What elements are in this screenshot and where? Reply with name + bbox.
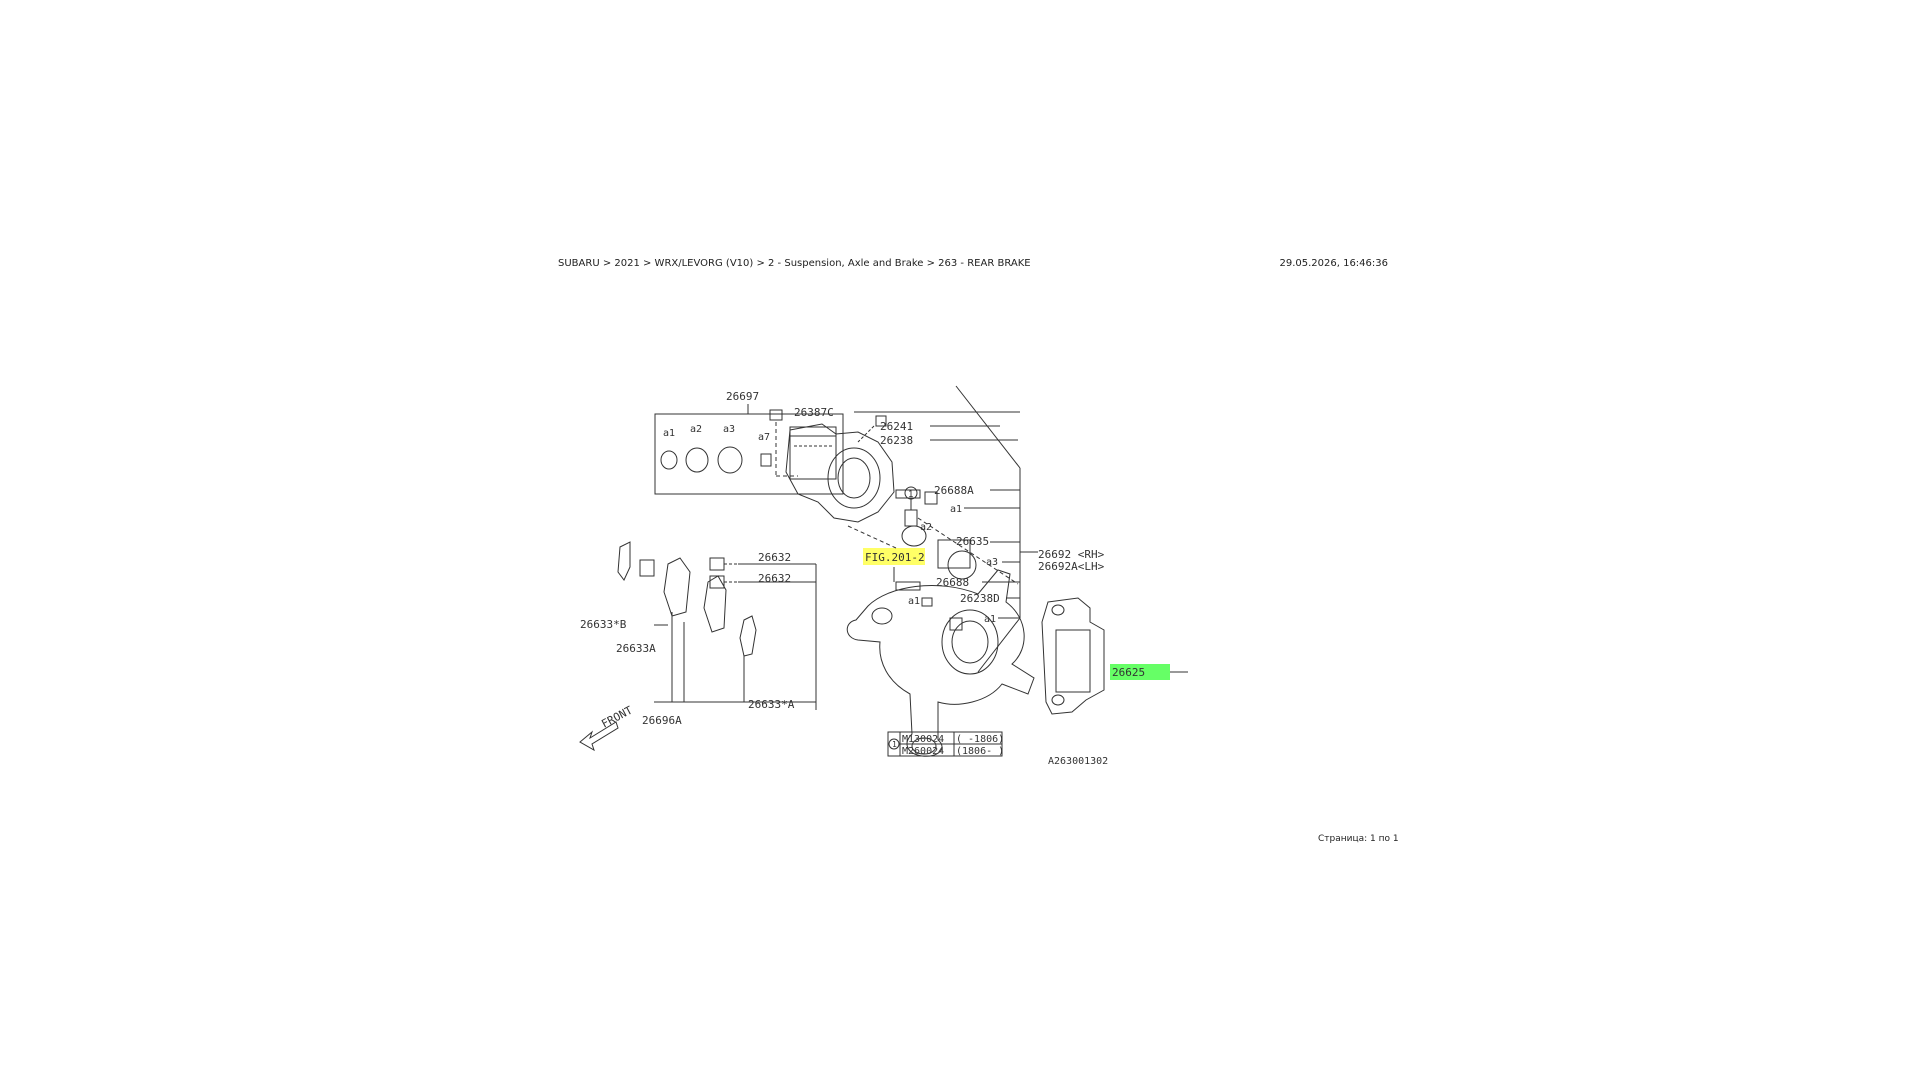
front-arrow: FRONT bbox=[579, 703, 635, 752]
callout-fig-ref[interactable]: FIG.201-2 bbox=[865, 551, 925, 564]
callout-bolt-top: 26387C bbox=[794, 406, 834, 419]
callout-pad-set: 26696A bbox=[642, 714, 682, 727]
callout-caliper-lh: 26692A<LH> bbox=[1038, 560, 1105, 573]
caliper-body-group bbox=[769, 409, 977, 631]
caliper-callouts: 26387C 26241 26238 26688A a1 a2 26635 a3… bbox=[794, 385, 1105, 673]
callout-piston-a3: a3 bbox=[986, 557, 998, 568]
callout-seal-a2: a2 bbox=[920, 522, 932, 533]
callout-kit: 26697 bbox=[726, 390, 759, 403]
callout-pin-a: 26688A bbox=[934, 484, 974, 497]
callout-pin: 26688 bbox=[936, 576, 969, 589]
fig-ref-highlight bbox=[863, 548, 925, 565]
callout-shim-2: 26632 bbox=[758, 572, 791, 585]
callout-clip-star-a: 26633*A bbox=[748, 698, 795, 711]
diagram-id: A263001302 bbox=[1048, 756, 1108, 767]
support-highlight bbox=[1110, 664, 1170, 680]
page-footer: Страница: 1 по 1 bbox=[1318, 834, 1399, 844]
knuckle-group: 1 FIG.201-2 bbox=[846, 486, 1035, 757]
circle-ref-1: 1 bbox=[908, 490, 913, 500]
table-row-1-range: ( -1806) bbox=[956, 734, 1004, 745]
rear-brake-exploded-view: 26697 a1 a2 a3 a7 26632 26632 26 bbox=[579, 385, 1188, 767]
breadcrumb: SUBARU > 2021 > WRX/LEVORG (V10) > 2 - S… bbox=[558, 258, 1031, 269]
callout-bleeder: 26238 bbox=[880, 434, 913, 447]
table-ref: 1 bbox=[892, 740, 897, 749]
parts-diagram: 26697 a1 a2 a3 a7 26632 26632 26 bbox=[558, 372, 1388, 772]
callout-kit-a2: a2 bbox=[690, 424, 702, 435]
callout-kit-a3: a3 bbox=[723, 424, 735, 435]
kit-group: 26697 a1 a2 a3 a7 bbox=[654, 390, 844, 495]
callout-support[interactable]: 26625 bbox=[1112, 666, 1145, 679]
callout-piston: 26635 bbox=[956, 535, 989, 548]
callout-pin-a1: a1 bbox=[908, 596, 920, 607]
table-row-2-part: M260024 bbox=[902, 746, 944, 757]
caliper-support-group: 26625 bbox=[1041, 597, 1188, 715]
reference-table: 1 M130024 ( -1806) M260024 (1806- ) bbox=[887, 731, 1004, 757]
callout-clip-b: 26633*B bbox=[580, 618, 627, 631]
callout-cap-a1: a1 bbox=[984, 614, 996, 625]
table-row-2-range: (1806- ) bbox=[956, 746, 1004, 757]
table-row-1-part: M130024 bbox=[902, 734, 944, 745]
callout-kit-a7: a7 bbox=[758, 432, 770, 443]
callout-pin-a-a1: a1 bbox=[950, 504, 962, 515]
callout-cap: 26238D bbox=[960, 592, 1000, 605]
callout-clip-a: 26633A bbox=[616, 642, 656, 655]
callout-caliper-rh: 26692 <RH> bbox=[1038, 548, 1105, 561]
callout-shim-1: 26632 bbox=[758, 551, 791, 564]
callout-bolt-2: 26241 bbox=[880, 420, 913, 433]
callout-kit-a1: a1 bbox=[663, 428, 675, 439]
print-timestamp: 29.05.2026, 16:46:36 bbox=[1279, 258, 1388, 269]
brake-pad-group: 26632 26632 26633*B 26633A 26696A 26633*… bbox=[580, 541, 817, 727]
